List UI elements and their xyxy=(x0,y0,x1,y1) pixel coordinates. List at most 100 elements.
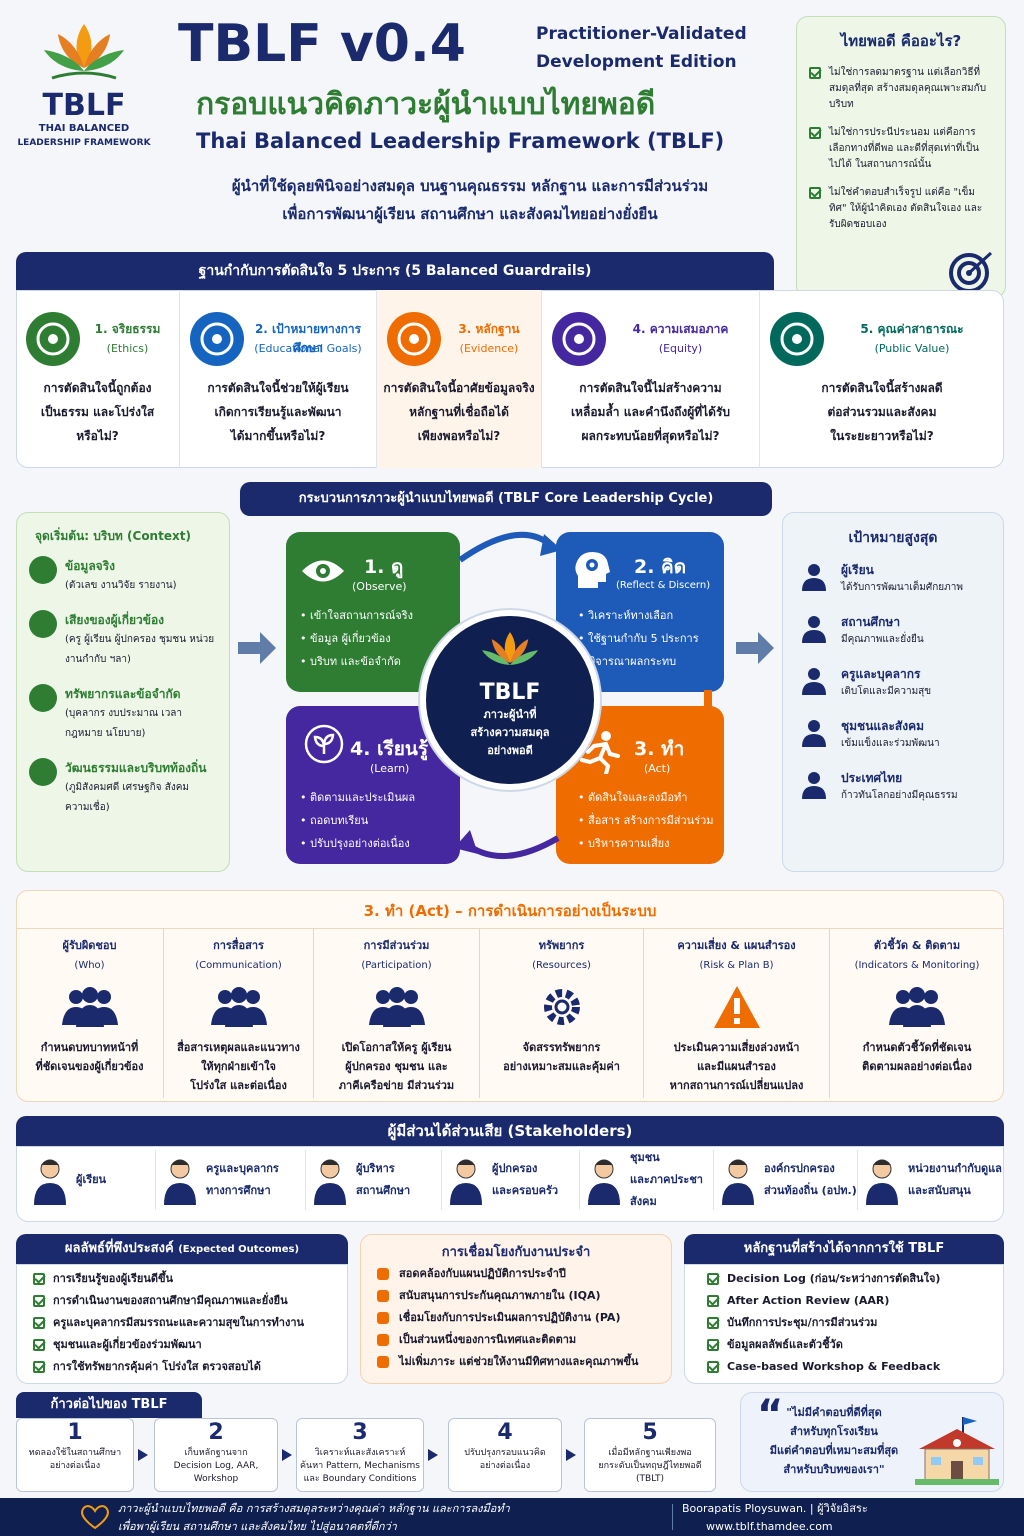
plant-icon xyxy=(304,724,344,764)
step-number: 3 xyxy=(352,1420,368,1445)
speech-icon xyxy=(29,610,57,638)
stakeholder-label-2: และภาคประชาสังคม xyxy=(630,1173,703,1208)
act-col-desc: ภาคีเครือข่าย มีส่วนร่วม xyxy=(338,1079,455,1092)
context-desc: (ครู ผู้เรียน ผู้ปกครอง ชุมชน หน่วยงานกำ… xyxy=(65,634,215,665)
goal-item: ครูและบุคลากรเติบโตและมีความสุข xyxy=(799,665,993,701)
parent-avatar-icon xyxy=(446,1155,486,1205)
logo-sub1: THAI BALANCED xyxy=(38,123,130,134)
goal-item: ชุมชนและสังคมเข้มแข็งและร่วมพัฒนา xyxy=(799,717,993,753)
reflect-list: วิเคราะห์ทางเลือกใช้ฐานกำกับ 5 ประการพิจ… xyxy=(578,604,699,673)
what-is-text: ไม่ใช่คำตอบสำเร็จรูป แต่คือ "เข็มทิศ" ให… xyxy=(829,187,983,230)
context-desc: (ภูมิสังคมศดี เศรษฐกิจ สังคม ความเชื่อ) xyxy=(65,782,189,813)
gear-icon xyxy=(480,976,643,1038)
footer-line1: ภาวะผู้นำแบบไทยพอดี คือ การสร้างสมดุลระห… xyxy=(118,1502,510,1515)
goal-desc: เติบโตและมีความสุข xyxy=(841,686,932,697)
list-item: ครูและบุคลากรมีสมรรถนะและความสุขในการทำง… xyxy=(33,1315,337,1330)
stakeholder-label-1: องค์กรปกครอง xyxy=(764,1162,835,1175)
list-item: การดำเนินงานของสถานศึกษามีคุณภาพและยั่งย… xyxy=(33,1293,337,1308)
stakeholder-5: ชุมชนและภาคประชาสังคม xyxy=(584,1150,714,1210)
step-desc: เก็บหลักฐานจาก xyxy=(184,1448,248,1458)
footer-author: Boorapatis Ploysuwan. | ผู้วิจัยอิสระ xyxy=(682,1502,868,1515)
context-item: ข้อมูลจริง(ตัวเลข งานวิจัย รายงาน) xyxy=(29,556,219,596)
evidence-list: Decision Log (ก่อน/ระหว่างการตัดสินใจ) Af… xyxy=(685,1265,1003,1374)
stakeholder-label: องค์กรปกครองส่วนท้องถิ่น (อปท.) xyxy=(764,1158,857,1202)
footer-url[interactable]: www.tblf.thamdee.com xyxy=(706,1520,833,1533)
list-item: Case-based Workshop & Feedback xyxy=(707,1359,993,1374)
center-circle: TBLF ภาวะผู้นำที่ สร้างความสมดุล อย่างพอ… xyxy=(420,610,600,790)
goal-desc: ก้าวทันโลกอย่างมีคุณธรรม xyxy=(841,790,958,801)
stakeholder-label: ครูและบุคลากรทางการศึกษา xyxy=(206,1158,279,1202)
what-is-item: ไม่ใช่การลดมาตรฐาน แต่เลือกวิธีที่สมดุลท… xyxy=(809,65,995,113)
community-avatar-icon xyxy=(584,1155,624,1205)
step-number: 4 xyxy=(497,1420,513,1445)
links-panel: การเชื่อมโยงกับงานประจำ สอดคล้องกับแผนปฏ… xyxy=(360,1234,672,1384)
goal-desc: ได้รับการพัฒนาเต็มศักยภาพ xyxy=(841,582,963,593)
observe-list: เข้าใจสถานการณ์จริงข้อมูล ผู้เกี่ยวข้องบ… xyxy=(300,604,413,673)
act-section-divider xyxy=(16,928,1004,929)
quote-line1: "ไม่มีคำตอบที่ดีที่สุด xyxy=(786,1406,882,1419)
stakeholder-label-2: สถานศึกษา xyxy=(356,1184,411,1197)
reflect-item: วิเคราะห์ทางเลือก xyxy=(578,604,699,627)
context-text: ข้อมูลจริง(ตัวเลข งานวิจัย รายงาน) xyxy=(65,556,215,596)
act-col-head: ทรัพยากร xyxy=(538,939,585,952)
guardrail-question-line: หลักฐานที่เชื่อถือได้ xyxy=(409,405,509,419)
step-desc: อย่างต่อเนื่อง xyxy=(479,1461,531,1471)
link-item-text: ไม่เพิ่มภาระ แต่ช่วยให้งานมีทิศทางและคุณ… xyxy=(399,1355,639,1368)
magnifier-icon xyxy=(387,312,441,366)
guardrail-question-line: การตัดสินใจนี้ช่วยให้ผู้เรียน xyxy=(207,381,349,395)
act-col-desc: เปิดโอกาสให้ครู ผู้เรียน xyxy=(341,1041,452,1054)
stakeholder-label-2: ส่วนท้องถิ่น (อปท.) xyxy=(764,1184,857,1197)
list-item-text: After Action Review (AAR) xyxy=(727,1294,890,1307)
act-col-en: (Participation) xyxy=(361,960,432,971)
goal-head: สถานศึกษา xyxy=(841,615,901,629)
step-desc: ค้นหา Pattern, Mechanisms xyxy=(300,1461,420,1471)
act-col-4: ทรัพยากร(Resources)จัดสรรทรัพยากรอย่างเห… xyxy=(480,928,644,1098)
student-icon xyxy=(799,561,829,591)
school-icon xyxy=(915,1417,999,1485)
act-col-head: การสื่อสาร xyxy=(213,939,264,952)
learn-title: 4. เรียนรู้ xyxy=(350,738,429,760)
guardrail-en: (Equity) xyxy=(658,342,703,355)
goal-text: ชุมชนและสังคมเข้มแข็งและร่วมพัฒนา xyxy=(841,717,940,753)
observe-item: เข้าใจสถานการณ์จริง xyxy=(300,604,413,627)
link-item: เชื่อมโยงกับการประเมินผลการปฏิบัติงาน (P… xyxy=(377,1310,663,1325)
quote-line2: สำหรับทุกโรงเรียน xyxy=(790,1425,878,1438)
act-col-1: ผู้รับผิดชอบ(Who)กำหนดบทบาทหน้าที่ที่ชัด… xyxy=(16,928,164,1098)
center-line3: อย่างพอดี xyxy=(487,744,533,757)
quote-text: "ไม่มีคำตอบที่ดีที่สุด สำหรับทุกโรงเรียน… xyxy=(759,1403,909,1479)
eye-icon xyxy=(302,560,344,582)
tagline-1: ผู้นำที่ใช้ดุลยพินิจอย่างสมดุล บนฐานคุณธ… xyxy=(231,177,709,195)
list-item: Decision Log (ก่อน/ระหว่างการตัดสินใจ) xyxy=(707,1271,993,1286)
act-col-desc: กำหนดตัวชี้วัดที่ชัดเจน xyxy=(862,1041,972,1054)
agency-building-icon xyxy=(862,1155,902,1205)
guardrail-5: 5. คุณค่าสาธารณะ(Public Value)การตัดสินใ… xyxy=(760,290,1004,468)
arrow-context-icon xyxy=(238,632,276,664)
guardrail-question-line: ผลกระทบน้อยที่สุดหรือไม่? xyxy=(581,429,720,443)
guardrail-en: (Educational Goals) xyxy=(254,342,362,355)
guardrail-question-line: เหลื่อมล้ำ และคำนึงถึงผู้ที่ได้รับ xyxy=(570,405,731,419)
context-desc: (บุคลากร งบประมาณ เวลา กฎหมาย นโยบาย) xyxy=(65,708,183,739)
check-icon xyxy=(33,1339,45,1351)
list-item-text: บันทึกการประชุม/การมีส่วนร่วม xyxy=(727,1316,878,1329)
context-text: เสียงของผู้เกี่ยวข้อง(ครู ผู้เรียน ผู้ปก… xyxy=(65,610,215,670)
graduation-cap-icon xyxy=(190,312,244,366)
learn-item: ปรับปรุงอย่างต่อเนื่อง xyxy=(300,832,415,855)
bullet-icon xyxy=(377,1290,389,1302)
act-col-3: การมีส่วนร่วม(Participation)เปิดโอกาสให้… xyxy=(314,928,480,1098)
step-arrow-icon xyxy=(138,1449,148,1461)
act-col-en: (Communication) xyxy=(195,960,282,971)
what-is-item: ไม่ใช่การประนีประนอม แต่คือการเลือกทางที… xyxy=(809,125,995,173)
act-item: บริหารความเสี่ยง xyxy=(578,832,714,855)
act-col-desc: สื่อสารเหตุผลและแนวทาง xyxy=(177,1041,300,1054)
act-col-desc: จัดสรรทรัพยากร xyxy=(522,1041,601,1054)
act-item: สื่อสาร สร้างการมีส่วนร่วม xyxy=(578,809,714,832)
warning-icon xyxy=(644,976,829,1038)
link-item: ไม่เพิ่มภาระ แต่ช่วยให้งานมีทิศทางและคุณ… xyxy=(377,1354,663,1369)
english-title: Thai Balanced Leadership Framework (TBLF… xyxy=(196,129,725,153)
guardrail-1: 1. จริยธรรม(Ethics)การตัดสินใจนี้ถูกต้อง… xyxy=(16,290,180,468)
quote-panel: “ "ไม่มีคำตอบที่ดีที่สุด สำหรับทุกโรงเรี… xyxy=(740,1392,1004,1492)
learn-box: 4. เรียนรู้ (Learn) ติดตามและประเมินผลถอ… xyxy=(286,706,460,864)
guardrail-question-line: เกิดการเรียนรู้และพัฒนา xyxy=(214,405,342,419)
act-item: ตัดสินใจและลงมือทำ xyxy=(578,786,714,809)
